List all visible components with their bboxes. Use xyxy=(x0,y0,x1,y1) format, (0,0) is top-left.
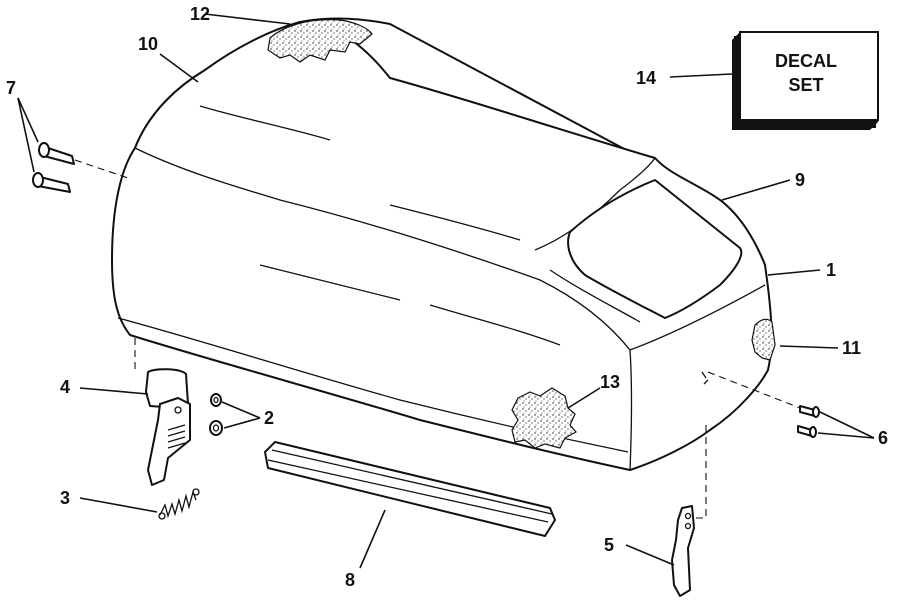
callout-10: 10 xyxy=(138,34,158,54)
callout-8: 8 xyxy=(345,570,355,590)
bracket-5 xyxy=(671,505,695,597)
decal-set-box: DECAL SET xyxy=(732,31,879,130)
callout-11: 11 xyxy=(842,338,861,358)
screw-6 xyxy=(797,405,820,438)
screw-hole-marks xyxy=(701,371,709,385)
callout-14: 14 xyxy=(636,68,656,88)
decal-patch-12 xyxy=(267,19,373,63)
leader-dash-6 xyxy=(707,371,801,409)
leader-dash-5 xyxy=(692,425,707,519)
decal-label-line1: DECAL xyxy=(775,51,837,71)
pin-screw-7 xyxy=(32,142,75,193)
callout-labels: 12 10 7 14 9 1 11 6 4 2 3 8 5 13 xyxy=(6,4,888,590)
engine-cover xyxy=(111,17,773,471)
callout-9: 9 xyxy=(795,170,805,190)
callout-5: 5 xyxy=(604,535,614,555)
callout-4: 4 xyxy=(60,377,70,397)
callout-3: 3 xyxy=(60,488,70,508)
leader-dash-7 xyxy=(74,159,129,179)
spring-3 xyxy=(158,488,200,520)
callout-12: 12 xyxy=(190,4,210,24)
callout-1: 1 xyxy=(826,260,836,280)
seal-strip-8 xyxy=(264,441,556,537)
callout-13: 13 xyxy=(600,372,620,392)
washers-2 xyxy=(209,393,223,436)
callout-2: 2 xyxy=(264,408,274,428)
decal-patch-13 xyxy=(511,387,577,449)
decal-patch-11 xyxy=(751,318,776,361)
decal-label-line2: SET xyxy=(788,75,823,95)
latch-4 xyxy=(145,368,191,486)
callout-7: 7 xyxy=(6,78,16,98)
leader-lines xyxy=(17,13,875,569)
callout-6: 6 xyxy=(878,428,888,448)
